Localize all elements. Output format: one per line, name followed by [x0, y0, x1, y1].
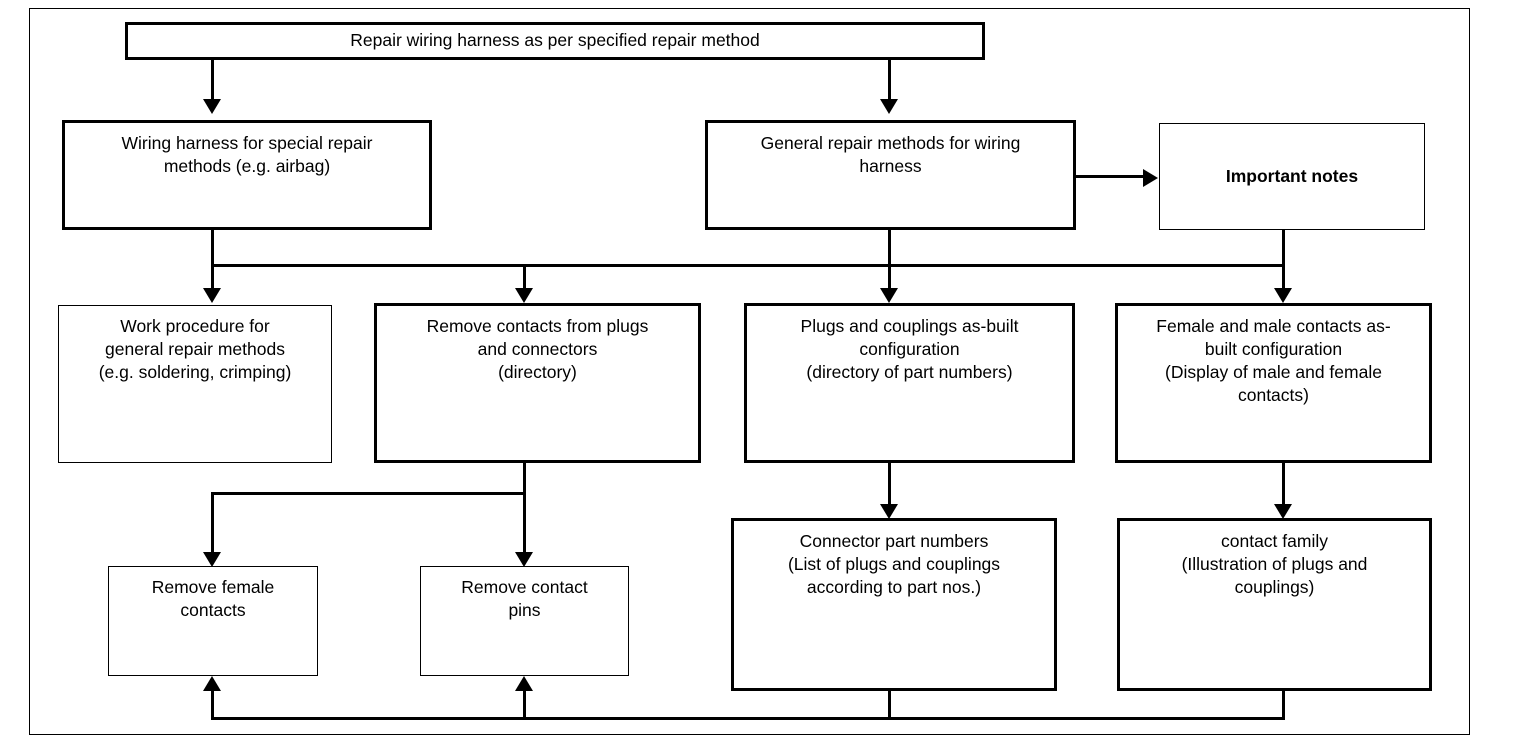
node-label: Remove female contacts: [151, 577, 275, 621]
edge-connector-numbers-feedback-drop: [888, 691, 891, 720]
node-label: contact family (Illustration of plugs an…: [1181, 531, 1368, 598]
node-label: Important notes: [1225, 165, 1359, 186]
edge-root-to-general-arrowhead: [880, 99, 898, 114]
edge-female-male-to-contact-family-arrowhead: [1274, 504, 1292, 519]
node-repair-wiring-harness[interactable]: Repair wiring harness as per specified r…: [125, 22, 985, 60]
node-remove-contacts-from-plugs[interactable]: Remove contacts from plugs and connector…: [374, 303, 701, 463]
edge-bus-to-remove-contacts-arrowhead: [515, 288, 533, 303]
edge-contact-family-feedback-drop: [1282, 691, 1285, 720]
node-label: Wiring harness for special repair method…: [121, 133, 373, 177]
node-label: Repair wiring harness as per specified r…: [350, 30, 760, 51]
node-label: Remove contact pins: [461, 577, 588, 621]
edge-general-to-notes-arrowhead: [1143, 169, 1158, 187]
edge-feedback-to-remove-female-arrowhead: [203, 676, 221, 691]
node-contact-family[interactable]: contact family (Illustration of plugs an…: [1117, 518, 1432, 691]
node-label: Work procedure for general repair method…: [98, 316, 292, 383]
node-plugs-couplings-as-built[interactable]: Plugs and couplings as-built configurati…: [744, 303, 1075, 463]
page-frame: [29, 8, 1470, 735]
edge-to-remove-pins-arrowhead: [515, 552, 533, 567]
node-label: General repair methods for wiring harnes…: [760, 133, 1021, 177]
edge-to-remove-pins-line: [523, 492, 526, 554]
edge-special-drop-line: [211, 230, 214, 267]
node-remove-female-contacts[interactable]: Remove female contacts: [108, 566, 318, 676]
edge-bus-to-plugs-couplings-line: [888, 264, 891, 290]
edge-bottom-feedback-bus: [211, 717, 1285, 720]
edge-feedback-to-remove-pins-line: [523, 690, 526, 720]
edge-root-to-special-line: [211, 60, 214, 101]
edge-bus-to-work-procedure-arrowhead: [203, 288, 221, 303]
edge-notes-drop-line: [1282, 230, 1285, 267]
node-remove-contact-pins[interactable]: Remove contact pins: [420, 566, 629, 676]
node-wiring-harness-special-repair-methods[interactable]: Wiring harness for special repair method…: [62, 120, 432, 230]
edge-plugs-to-connector-numbers-arrowhead: [880, 504, 898, 519]
edge-to-remove-female-line: [211, 492, 214, 554]
node-general-repair-methods[interactable]: General repair methods for wiring harnes…: [705, 120, 1076, 230]
node-female-male-contacts-as-built[interactable]: Female and male contacts as- built confi…: [1115, 303, 1432, 463]
edge-to-remove-female-arrowhead: [203, 552, 221, 567]
edge-row2-row3-bus: [211, 264, 1285, 267]
edge-plugs-to-connector-numbers-line: [888, 463, 891, 508]
edge-remove-contacts-bus: [211, 492, 526, 495]
edge-bus-to-female-male-arrowhead: [1274, 288, 1292, 303]
edge-female-male-to-contact-family-line: [1282, 463, 1285, 508]
node-important-notes[interactable]: Important notes: [1159, 123, 1425, 230]
edge-general-to-notes-line: [1076, 175, 1144, 178]
node-label: Plugs and couplings as-built configurati…: [800, 316, 1019, 383]
edge-bus-to-plugs-couplings-arrowhead: [880, 288, 898, 303]
edge-bus-to-female-male-line: [1282, 264, 1285, 290]
node-label: Connector part numbers (List of plugs an…: [787, 531, 1001, 598]
edge-root-to-special-arrowhead: [203, 99, 221, 114]
node-work-procedure[interactable]: Work procedure for general repair method…: [58, 305, 332, 463]
node-connector-part-numbers[interactable]: Connector part numbers (List of plugs an…: [731, 518, 1057, 691]
edge-bus-to-work-procedure-line: [211, 264, 214, 290]
edge-bus-to-remove-contacts-line: [523, 264, 526, 290]
node-label: Remove contacts from plugs and connector…: [426, 316, 649, 383]
edge-root-to-general-line: [888, 60, 891, 101]
node-label: Female and male contacts as- built confi…: [1156, 316, 1391, 406]
edge-feedback-to-remove-female-line: [211, 690, 214, 720]
edge-remove-contacts-drop-line: [523, 463, 526, 495]
edge-general-drop-line: [888, 230, 891, 267]
edge-feedback-to-remove-pins-arrowhead: [515, 676, 533, 691]
